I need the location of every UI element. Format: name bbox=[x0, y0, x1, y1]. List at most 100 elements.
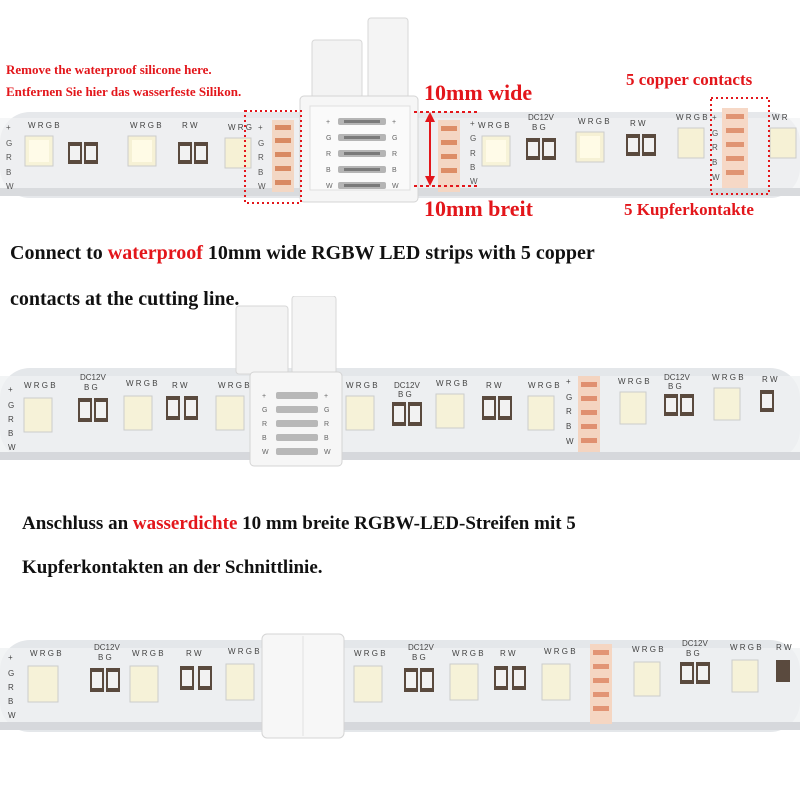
svg-text:W R G B: W R G B bbox=[528, 381, 560, 390]
svg-text:B G: B G bbox=[668, 382, 682, 391]
silicone-highlight-box bbox=[244, 110, 302, 204]
svg-text:G: G bbox=[324, 407, 329, 414]
svg-text:W R G B: W R G B bbox=[130, 121, 162, 130]
remove-silicone-note-en: Remove the waterproof silicone here. bbox=[6, 62, 212, 77]
svg-text:W R G B: W R G B bbox=[452, 649, 484, 658]
svg-text:B G: B G bbox=[398, 390, 412, 399]
svg-text:B: B bbox=[6, 168, 11, 177]
svg-text:R W: R W bbox=[486, 381, 502, 390]
svg-text:R: R bbox=[470, 149, 476, 158]
description-de: Anschluss an wasserdichte 10 mm breite R… bbox=[22, 513, 576, 578]
svg-text:R: R bbox=[8, 683, 14, 692]
svg-text:R: R bbox=[8, 415, 14, 424]
svg-text:B G: B G bbox=[84, 383, 98, 392]
svg-text:W R G B: W R G B bbox=[478, 121, 510, 130]
svg-text:B G: B G bbox=[412, 653, 426, 662]
svg-text:R: R bbox=[324, 421, 329, 428]
svg-text:R: R bbox=[262, 421, 267, 428]
svg-text:DC12V: DC12V bbox=[682, 639, 708, 648]
svg-text:W R G B: W R G B bbox=[354, 649, 386, 658]
svg-text:R: R bbox=[712, 143, 718, 152]
svg-text:W: W bbox=[324, 449, 331, 456]
svg-text:W R G B: W R G B bbox=[632, 645, 664, 654]
svg-text:W: W bbox=[566, 437, 574, 446]
svg-text:B G: B G bbox=[686, 649, 700, 658]
svg-text:R: R bbox=[6, 153, 12, 162]
svg-text:+: + bbox=[392, 119, 396, 126]
svg-text:R W: R W bbox=[186, 649, 202, 658]
svg-text:B: B bbox=[8, 429, 13, 438]
svg-text:R W: R W bbox=[776, 643, 792, 652]
svg-text:+: + bbox=[712, 113, 717, 122]
svg-text:R W: R W bbox=[630, 119, 646, 128]
svg-text:W R G B: W R G B bbox=[436, 379, 468, 388]
width-label-en: 10mm wide bbox=[424, 80, 533, 105]
svg-text:G: G bbox=[8, 401, 14, 410]
svg-text:+: + bbox=[470, 119, 475, 128]
svg-text:W R G B: W R G B bbox=[676, 113, 708, 122]
width-dimension-lines bbox=[414, 111, 478, 187]
copper-contacts-label-en: 5 copper contacts bbox=[626, 70, 753, 89]
svg-text:DC12V: DC12V bbox=[528, 113, 554, 122]
svg-text:G: G bbox=[392, 135, 397, 142]
svg-text:B: B bbox=[324, 435, 329, 442]
svg-text:+: + bbox=[262, 393, 266, 400]
svg-text:G: G bbox=[712, 129, 718, 138]
svg-text:W: W bbox=[8, 711, 16, 720]
svg-text:+: + bbox=[324, 393, 328, 400]
svg-text:W R G B: W R G B bbox=[544, 647, 576, 656]
svg-text:B: B bbox=[8, 697, 13, 706]
svg-text:B: B bbox=[392, 167, 397, 174]
highlight-waterproof: waterproof bbox=[107, 242, 203, 264]
svg-text:B: B bbox=[326, 167, 331, 174]
copper-highlight-box bbox=[710, 97, 770, 195]
svg-text:G: G bbox=[326, 135, 331, 142]
svg-text:G: G bbox=[566, 393, 572, 402]
svg-text:W R G B: W R G B bbox=[618, 377, 650, 386]
svg-text:R W: R W bbox=[500, 649, 516, 658]
highlight-wasserdichte: wasserdichte bbox=[132, 513, 238, 534]
svg-text:G: G bbox=[470, 134, 476, 143]
svg-text:B: B bbox=[262, 435, 267, 442]
remove-silicone-note-de: Entfernen Sie hier das wasserfeste Silik… bbox=[6, 84, 242, 99]
svg-text:W: W bbox=[6, 182, 14, 191]
copper-pads-center bbox=[438, 120, 460, 192]
svg-text:R W: R W bbox=[172, 381, 188, 390]
svg-text:+: + bbox=[258, 123, 263, 132]
svg-text:B: B bbox=[470, 163, 475, 172]
copper-pads-right bbox=[722, 108, 748, 188]
copper-pads-left bbox=[272, 120, 294, 192]
svg-text:W R G B: W R G B bbox=[578, 117, 610, 126]
svg-text:B: B bbox=[258, 168, 263, 177]
svg-text:DC12V: DC12V bbox=[664, 373, 690, 382]
svg-text:DC12V: DC12V bbox=[80, 373, 106, 382]
svg-text:+: + bbox=[8, 653, 13, 662]
copper-contacts-label-de: 5 Kupferkontakte bbox=[624, 200, 754, 219]
description-en: Connect to waterproof 10mm wide RGBW LED… bbox=[10, 242, 595, 310]
svg-text:R: R bbox=[392, 151, 397, 158]
svg-text:W: W bbox=[326, 183, 333, 190]
svg-text:R: R bbox=[566, 407, 572, 416]
svg-text:R: R bbox=[258, 153, 264, 162]
svg-text:B: B bbox=[566, 422, 571, 431]
svg-text:B: B bbox=[712, 158, 717, 167]
svg-text:+: + bbox=[6, 123, 11, 132]
svg-text:W: W bbox=[258, 182, 266, 191]
svg-text:W: W bbox=[712, 173, 720, 182]
svg-text:W R G B: W R G B bbox=[30, 649, 62, 658]
svg-text:R: R bbox=[326, 151, 331, 158]
svg-text:+: + bbox=[8, 385, 13, 394]
svg-text:DC12V: DC12V bbox=[408, 643, 434, 652]
svg-text:W R G B: W R G B bbox=[126, 379, 158, 388]
svg-text:W R G B: W R G B bbox=[346, 381, 378, 390]
width-label-de: 10mm breit bbox=[424, 196, 533, 221]
svg-text:W: W bbox=[470, 177, 478, 186]
svg-text:DC12V: DC12V bbox=[394, 381, 420, 390]
svg-text:W R G B: W R G B bbox=[228, 647, 260, 656]
svg-text:G: G bbox=[8, 669, 14, 678]
svg-text:B G: B G bbox=[532, 123, 546, 132]
svg-text:W R G B: W R G B bbox=[218, 381, 250, 390]
